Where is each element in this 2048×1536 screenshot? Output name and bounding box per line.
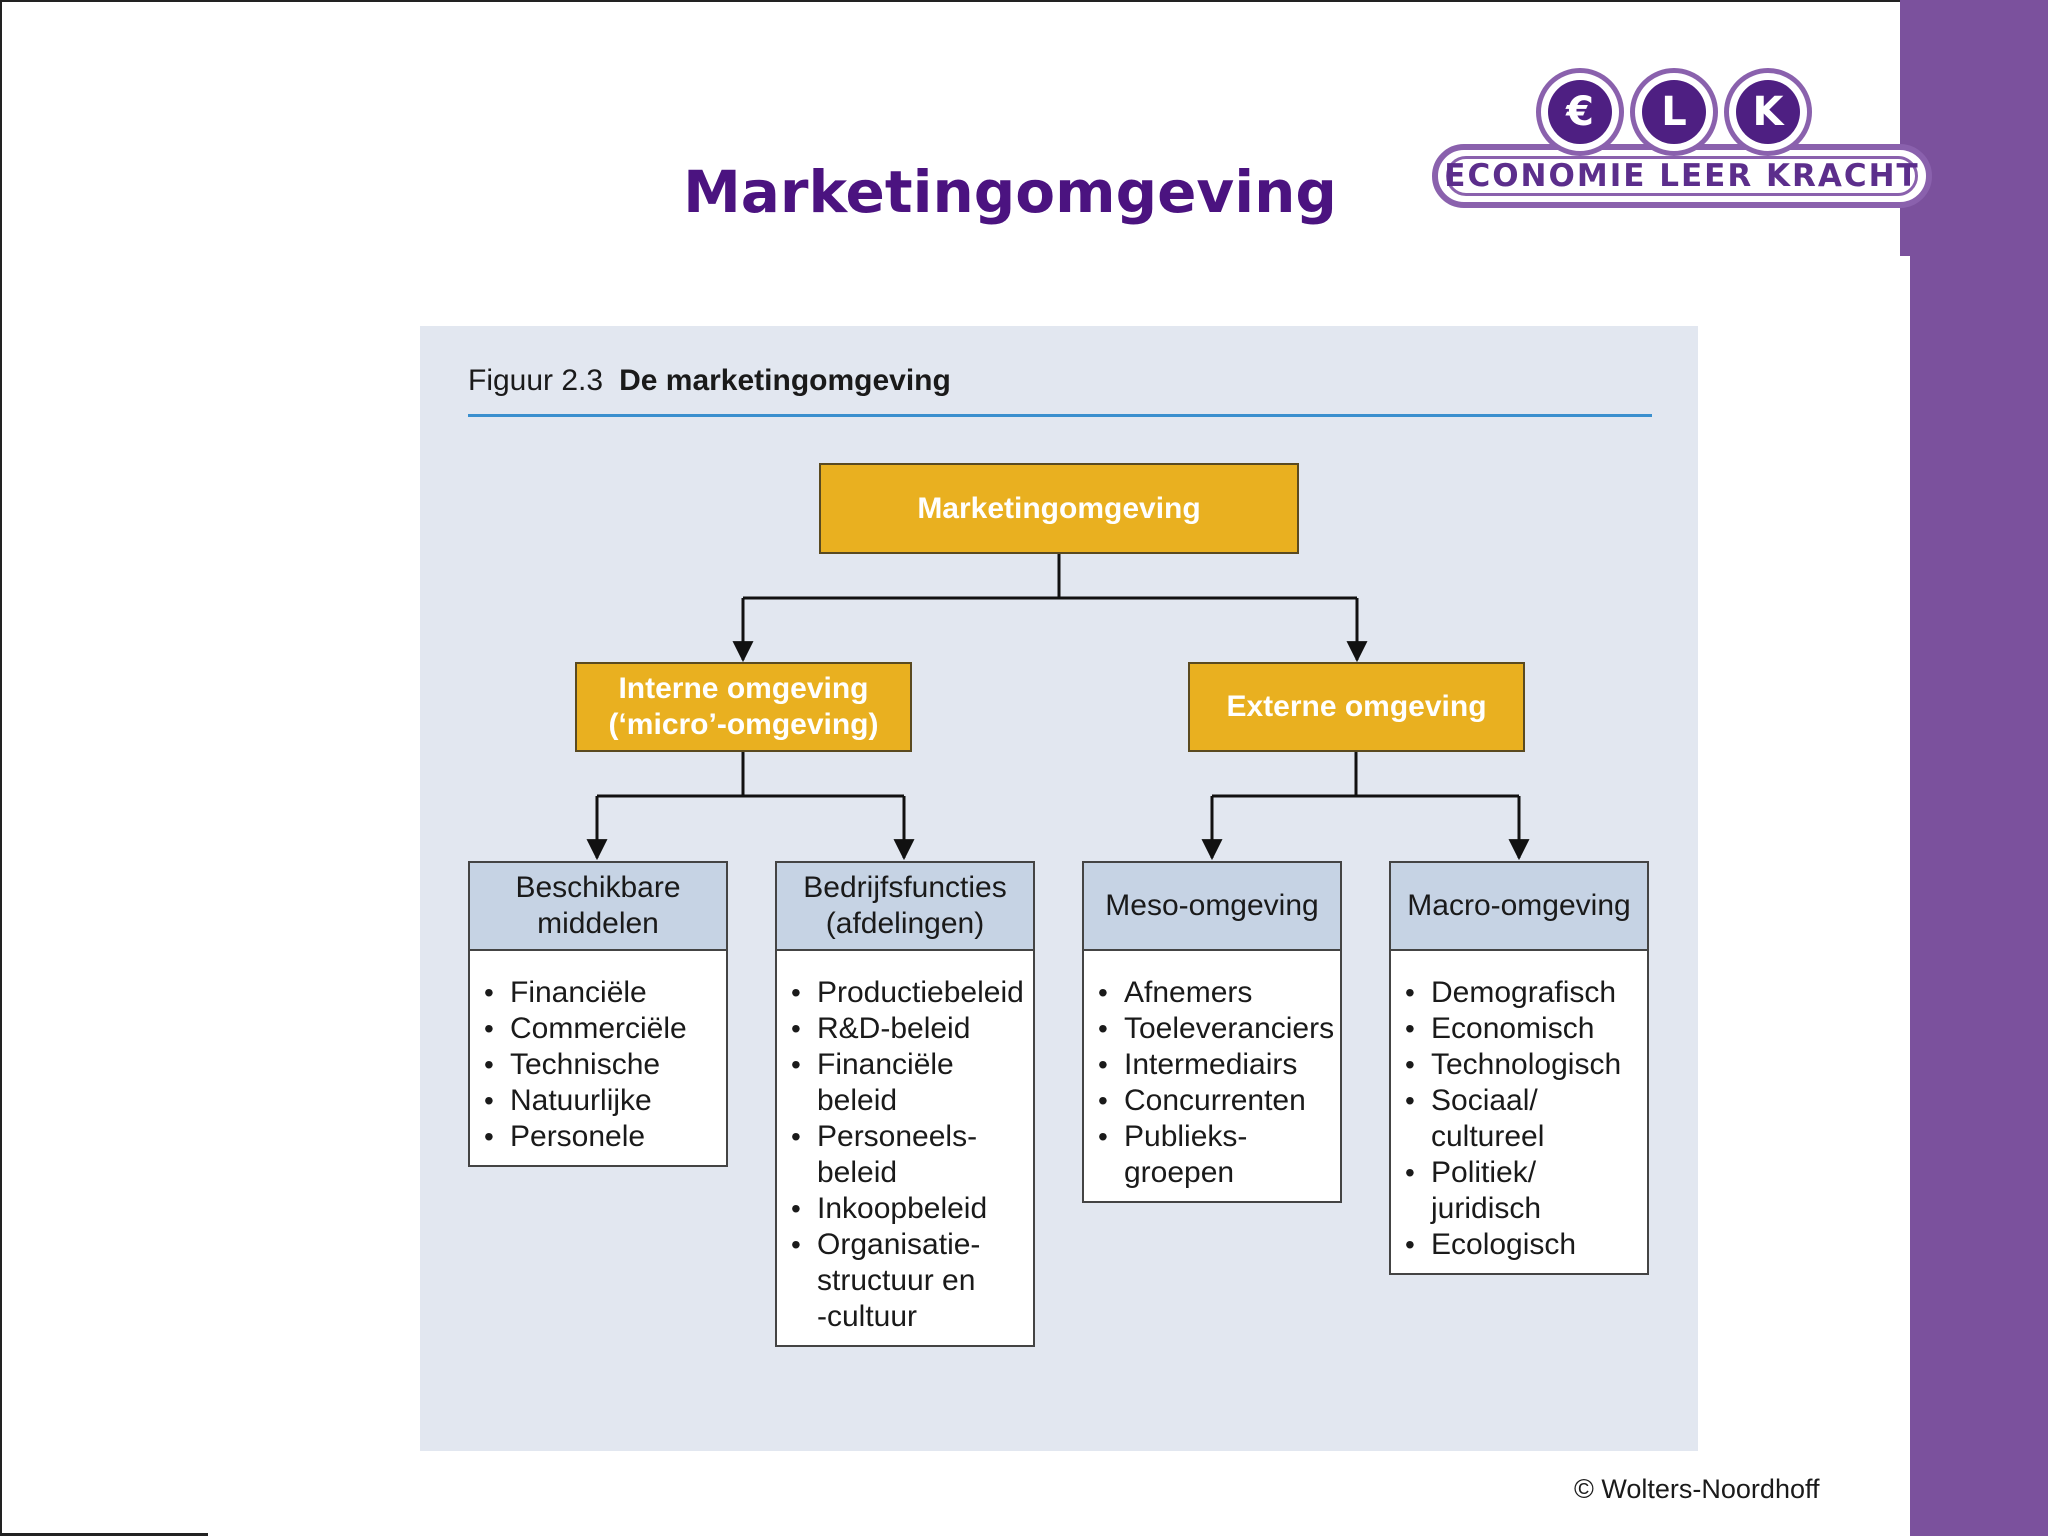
list-item: R&D-beleid (791, 1011, 1027, 1047)
list-item: Personele (484, 1119, 720, 1155)
logo-letter-euro: € (1548, 80, 1612, 144)
node-bedrijfsfuncties: Bedrijfsfuncties (afdelingen) (775, 861, 1035, 951)
slide-frame-top (0, 0, 1910, 2)
list-macro-omgeving: Demografisch Economisch Technologisch So… (1389, 951, 1649, 1275)
list-meso-omgeving: Afnemers Toeleveranciers Intermediairs C… (1082, 951, 1342, 1203)
list-item: Economisch (1405, 1011, 1641, 1047)
list-item: Demografisch (1405, 975, 1641, 1011)
list-item: Politiek/ juridisch (1405, 1155, 1641, 1227)
list-item: Commerciële (484, 1011, 720, 1047)
list-item: Organisatie- structuur en -cultuur (791, 1227, 1027, 1335)
list-beschikbare-middelen: Financiële Commerciële Technische Natuur… (468, 951, 728, 1167)
logo-letter-k: K (1736, 80, 1800, 144)
list-item: Intermediairs (1098, 1047, 1334, 1083)
list-item: Concurrenten (1098, 1083, 1334, 1119)
list-item: Toeleveranciers (1098, 1011, 1334, 1047)
list-item: Technologisch (1405, 1047, 1641, 1083)
logo-text: ECONOMIE LEER KRACHT (1444, 158, 1920, 194)
node-beschikbare-middelen: Beschikbare middelen (468, 861, 728, 951)
list-item: Inkoopbeleid (791, 1191, 1027, 1227)
node-marketingomgeving: Marketingomgeving (819, 463, 1299, 554)
list-item: Technische (484, 1047, 720, 1083)
caption-rule (468, 414, 1652, 417)
node-interne-omgeving: Interne omgeving (‘micro’-omgeving) (575, 662, 912, 752)
side-band (1910, 250, 2048, 1536)
node-macro-omgeving: Macro-omgeving (1389, 861, 1649, 951)
slide-frame-bottom (0, 1533, 208, 1536)
list-item: Natuurlijke (484, 1083, 720, 1119)
list-item: Publieks- groepen (1098, 1119, 1334, 1191)
logo-letter-l: L (1642, 80, 1706, 144)
list-item: Sociaal/ cultureel (1405, 1083, 1641, 1155)
copyright-text: © Wolters-Noordhoff (1574, 1474, 1820, 1504)
node-externe-omgeving: Externe omgeving (1188, 662, 1525, 752)
slide-title: Marketingomgeving (683, 158, 1337, 226)
list-item: Afnemers (1098, 975, 1334, 1011)
node-meso-omgeving: Meso-omgeving (1082, 861, 1342, 951)
side-band-top (1900, 0, 2048, 256)
list-item: Personeels- beleid (791, 1119, 1027, 1191)
logo-l-circle: L (1630, 68, 1718, 156)
connector-lines (586, 554, 1530, 861)
figure-number: Figuur 2.3 (468, 364, 604, 397)
list-item: Ecologisch (1405, 1227, 1641, 1263)
list-bedrijfsfuncties: Productiebeleid R&D-beleid Financiële be… (775, 951, 1035, 1347)
figure-caption-title: De marketingomgeving (619, 364, 951, 397)
logo-euro-circle: € (1536, 68, 1624, 156)
list-item: Productiebeleid (791, 975, 1027, 1011)
elk-logo: ECONOMIE LEER KRACHT € L K (1430, 68, 1942, 228)
figure-caption: Figuur 2.3 De marketingomgeving (468, 364, 951, 398)
list-item: Financiële beleid (791, 1047, 1027, 1119)
logo-k-circle: K (1724, 68, 1812, 156)
list-item: Financiële (484, 975, 720, 1011)
slide-frame-left (0, 0, 2, 1536)
